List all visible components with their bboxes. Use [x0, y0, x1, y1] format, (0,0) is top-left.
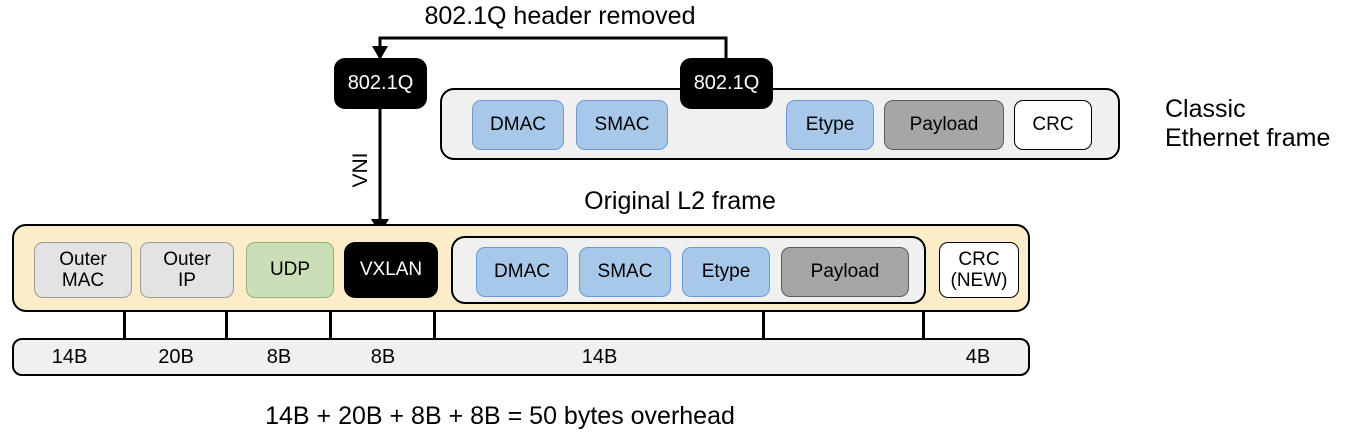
ruler-segment-14b-outer-mac: 14B	[51, 345, 88, 368]
inner-field-payload[interactable]: Payload	[781, 247, 909, 297]
ruler-tick-4	[433, 312, 436, 342]
ruler-tick-1	[123, 312, 126, 342]
ruler-tick-6	[922, 312, 925, 342]
ruler-tick-3	[329, 312, 332, 342]
overhead-summary: 14B + 20B + 8B + 8B = 50 bytes overhead	[265, 402, 735, 430]
ruler-tick-5	[762, 312, 765, 342]
ruler-tick-2	[225, 312, 228, 342]
dot1q-tag-left[interactable]: 802.1Q	[334, 58, 427, 109]
classic-field-crc[interactable]: CRC	[1014, 100, 1092, 150]
classic-frame-caption-line1: Classic	[1165, 95, 1246, 123]
inner-field-dmac[interactable]: DMAC	[476, 247, 568, 297]
header-removed-annotation: 802.1Q header removed	[424, 2, 696, 30]
vxlan-field-udp[interactable]: UDP	[246, 242, 334, 298]
vxlan-field-outer-ip-line2: IP	[178, 270, 196, 291]
inner-field-smac[interactable]: SMAC	[579, 247, 671, 297]
vxlan-field-outer-mac-line2: MAC	[61, 270, 105, 291]
classic-field-etype[interactable]: Etype	[786, 100, 874, 150]
classic-field-payload[interactable]: Payload	[884, 100, 1004, 150]
ruler-segment-4b-crc: 4B	[965, 345, 991, 368]
classic-frame-caption-line2: Ethernet frame	[1165, 124, 1331, 152]
classic-frame-caption: Classic Ethernet frame	[1165, 95, 1348, 155]
vxlan-field-crc-new-line1: CRC	[958, 248, 1000, 270]
byte-size-ruler: 14B 20B 8B 8B 14B 4B	[12, 338, 1030, 376]
vxlan-field-outer-ip[interactable]: Outer IP	[140, 242, 234, 298]
vxlan-field-outer-ip-line1: Outer	[163, 248, 211, 270]
vxlan-field-vxlan[interactable]: VXLAN	[344, 242, 438, 298]
vxlan-field-outer-mac-line1: Outer	[59, 248, 107, 270]
original-l2-frame-caption: Original L2 frame	[584, 187, 776, 215]
classic-field-dmac[interactable]: DMAC	[472, 100, 564, 150]
dot1q-tag-right[interactable]: 802.1Q	[680, 58, 773, 109]
vxlan-encapsulated-frame: Outer MAC Outer IP UDP VXLAN DMAC SMAC E…	[12, 224, 1030, 312]
ruler-segment-8b-vxlan: 8B	[370, 345, 396, 368]
vxlan-field-outer-mac[interactable]: Outer MAC	[34, 242, 132, 298]
ruler-segment-8b-udp: 8B	[266, 345, 292, 368]
vxlan-inner-l2-frame: DMAC SMAC Etype Payload	[451, 236, 926, 304]
classic-ethernet-frame: DMAC SMAC Etype Payload CRC	[440, 88, 1120, 160]
classic-field-smac[interactable]: SMAC	[576, 100, 668, 150]
ruler-segment-20b-outer-ip: 20B	[158, 345, 194, 368]
vni-label: VNI	[349, 152, 373, 188]
vxlan-field-crc-new-line2: (NEW)	[950, 270, 1008, 291]
inner-field-etype[interactable]: Etype	[682, 247, 770, 297]
vxlan-field-crc-new[interactable]: CRC (NEW)	[939, 242, 1019, 298]
ruler-segment-14b-inner: 14B	[581, 345, 618, 368]
